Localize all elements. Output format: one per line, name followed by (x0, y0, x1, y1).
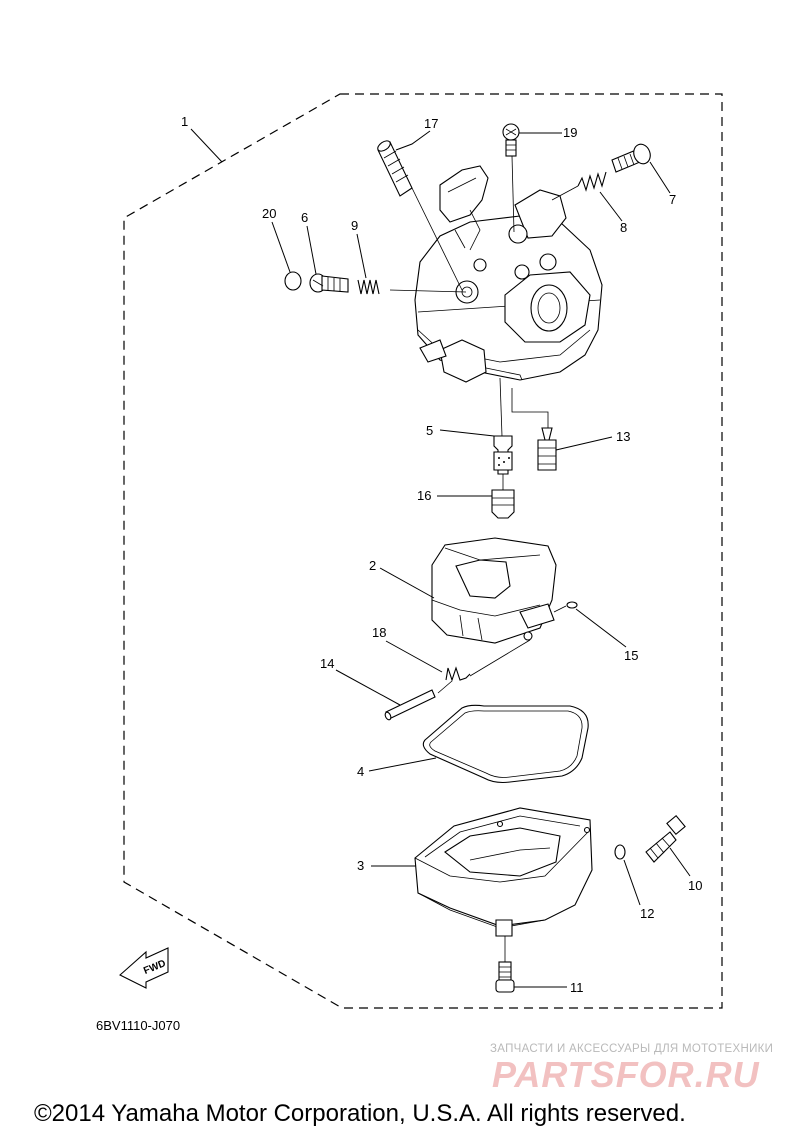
carburetor-body (414, 165, 603, 383)
part-17-screw (377, 140, 413, 197)
part-14-pin (384, 689, 436, 721)
part-19-screw (502, 123, 520, 157)
callout-10: 10 (669, 847, 702, 893)
callout-4: 4 (357, 757, 437, 779)
callout-6-number: 6 (301, 210, 308, 225)
part-7-screw (611, 143, 651, 173)
callout-19: 19 (519, 125, 577, 140)
part-2-float (431, 537, 557, 644)
callout-16-number: 16 (417, 488, 431, 503)
callout-7: 7 (649, 161, 676, 207)
part-10-drain-screw (645, 815, 686, 863)
diagram-code: 6BV1110-J070 (96, 1018, 180, 1033)
part-18-spring (445, 666, 471, 682)
callout-14: 14 (320, 656, 401, 706)
assembly-boundary (123, 93, 723, 1009)
callout-2: 2 (369, 558, 435, 599)
part-5-nozzle (493, 435, 513, 475)
watermark-subtitle: ЗАПЧАСТИ И АКСЕССУАРЫ ДЛЯ МОТОТЕХНИКИ (490, 1043, 774, 1055)
part-4-gasket (422, 704, 589, 784)
callout-7-number: 7 (669, 192, 676, 207)
callout-1-number: 1 (181, 114, 188, 129)
callout-13: 13 (555, 429, 630, 451)
callout-2-number: 2 (369, 558, 376, 573)
callout-17: 17 (395, 116, 438, 151)
part-11-screw (495, 961, 515, 993)
callout-18-number: 18 (372, 625, 386, 640)
part-8-spring (577, 171, 607, 192)
copyright-notice: ©2014 Yamaha Motor Corporation, U.S.A. A… (34, 1100, 686, 1127)
callout-3: 3 (357, 858, 416, 873)
callout-12: 12 (623, 859, 654, 921)
callout-12-number: 12 (640, 906, 654, 921)
part-16-jet (491, 489, 515, 519)
callout-4-number: 4 (357, 764, 364, 779)
callout-20-number: 20 (262, 206, 276, 221)
callout-18: 18 (372, 625, 443, 673)
callout-8: 8 (599, 191, 627, 235)
assembly-reference-lines (389, 155, 579, 962)
part-15-clip (566, 601, 578, 609)
fwd-arrow-icon (119, 947, 169, 989)
watermark-logo: PARTSFOR.RU (492, 1054, 760, 1095)
callout-15: 15 (575, 608, 638, 663)
callout-20: 20 (262, 206, 291, 273)
part-13-needle-valve (537, 427, 557, 471)
callout-10-number: 10 (688, 878, 702, 893)
callout-5-number: 5 (426, 423, 433, 438)
callout-8-number: 8 (620, 220, 627, 235)
part-9-spring (357, 279, 380, 295)
part-12-o-ring (614, 844, 626, 860)
part-3-float-bowl (414, 807, 593, 937)
callout-17-number: 17 (424, 116, 438, 131)
callout-19-number: 19 (563, 125, 577, 140)
part-20-cap (284, 271, 302, 291)
part-6-screw (309, 273, 349, 293)
callout-5: 5 (426, 423, 495, 438)
callout-11: 11 (514, 980, 584, 995)
callout-16: 16 (417, 488, 492, 503)
callout-6: 6 (301, 210, 317, 275)
callout-11-number: 11 (570, 980, 584, 995)
callout-1: 1 (181, 114, 223, 163)
callout-14-number: 14 (320, 656, 334, 671)
callout-13-number: 13 (616, 429, 630, 444)
callout-9-number: 9 (351, 218, 358, 233)
callout-3-number: 3 (357, 858, 364, 873)
callout-9: 9 (351, 218, 367, 279)
callout-15-number: 15 (624, 648, 638, 663)
